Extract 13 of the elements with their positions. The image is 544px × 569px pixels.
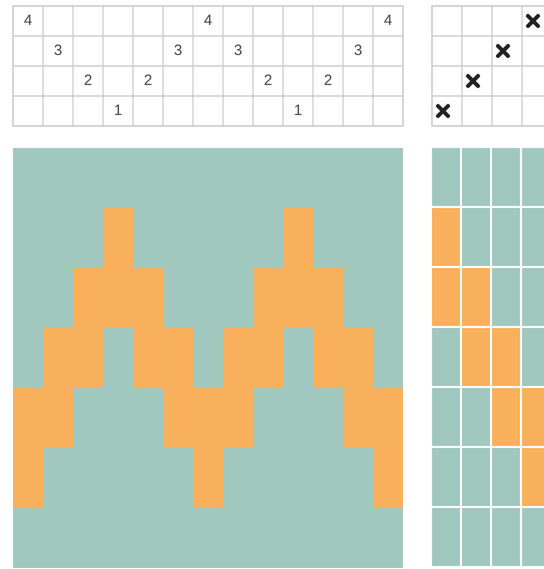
grid-number: 3 xyxy=(234,43,242,59)
grid-number: 4 xyxy=(204,13,212,29)
grid-number: 2 xyxy=(264,73,272,89)
grid-number: 2 xyxy=(324,73,332,89)
grid-number: 1 xyxy=(294,103,302,119)
grid-number: 2 xyxy=(84,73,92,89)
grid-number: 1 xyxy=(114,103,122,119)
grid-number: 4 xyxy=(384,13,392,29)
grid-number: 3 xyxy=(174,43,182,59)
grid-number: 3 xyxy=(354,43,362,59)
grid-number: 3 xyxy=(54,43,62,59)
grid-number: 4 xyxy=(24,13,32,29)
grid-number: 2 xyxy=(144,73,152,89)
